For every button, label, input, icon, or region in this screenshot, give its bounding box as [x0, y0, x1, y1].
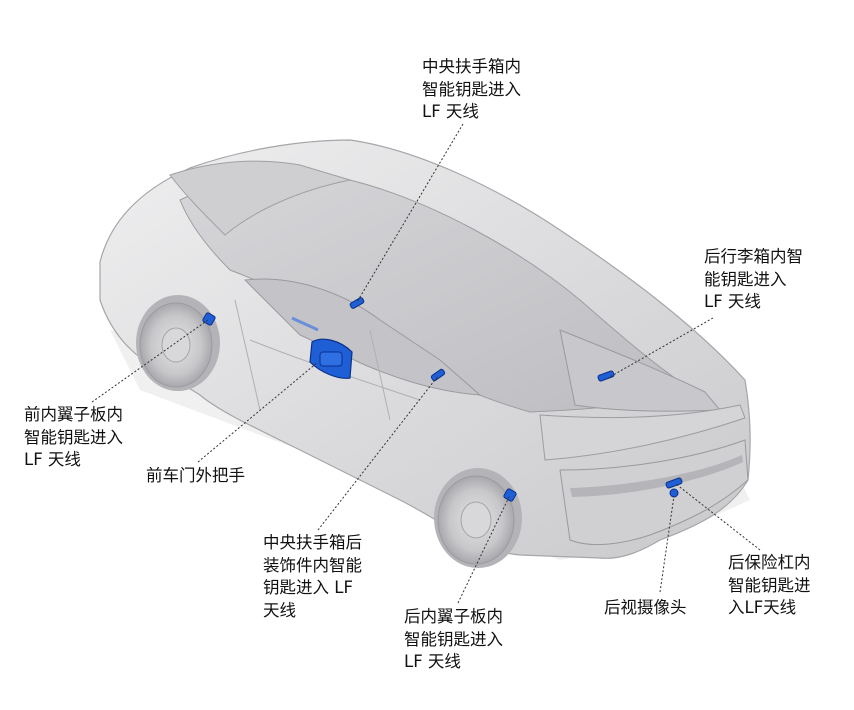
callout-line: 中央扶手箱内 — [422, 57, 521, 76]
callout-line: LF 天线 — [404, 652, 461, 671]
callout-line: 钥匙进入 LF — [263, 578, 353, 597]
leader-lines — [91, 123, 761, 604]
callout-line: LF 天线 — [704, 292, 761, 311]
callout-front-door-handle: 前车门外把手 — [146, 465, 245, 488]
leader-console-rear — [317, 375, 439, 531]
callout-line: LF 天线 — [24, 450, 81, 469]
leader-trunk — [607, 317, 714, 379]
callout-line: 前车门外把手 — [146, 466, 245, 485]
callout-rear-camera: 后视摄像头 — [604, 597, 687, 620]
callout-rear-bumper-antenna: 后保险杠内 智能钥匙进 入LF天线 — [728, 552, 811, 620]
callout-line: 后保险杠内 — [728, 553, 811, 572]
callout-line: 前内翼子板内 — [24, 405, 123, 424]
callout-line: 后视摄像头 — [604, 598, 687, 617]
callout-line: 智能钥匙进入 — [422, 79, 521, 99]
components — [202, 297, 683, 502]
callout-line: 装饰件内智能 — [263, 555, 362, 575]
callout-center-console-antenna: 中央扶手箱内 智能钥匙进入 LF 天线 — [422, 56, 521, 124]
leader-bumper — [675, 483, 761, 551]
console-rear-trim-antenna — [430, 368, 446, 382]
callout-trunk-antenna: 后行李箱内智 能钥匙进入 LF 天线 — [704, 246, 803, 314]
front-fender-antenna — [202, 312, 216, 326]
callout-front-fender-antenna: 前内翼子板内 智能钥匙进入 LF 天线 — [24, 404, 123, 472]
callout-line: 入LF天线 — [728, 598, 797, 617]
trunk-antenna — [597, 370, 615, 382]
center-console-antenna — [349, 297, 365, 309]
car-body — [99, 139, 751, 568]
rear-camera — [669, 488, 679, 498]
callout-line: 智能钥匙进入 — [24, 427, 123, 447]
callout-line: 天线 — [263, 600, 296, 620]
callout-console-rear-trim-antenna: 中央扶手箱后 装饰件内智能 钥匙进入 LF 天线 — [263, 532, 362, 622]
callout-rear-fender-antenna: 后内翼子板内 智能钥匙进入 LF 天线 — [404, 606, 503, 674]
callout-line: 能钥匙进入 — [704, 269, 787, 289]
rear-bumper-antenna — [665, 477, 683, 489]
callout-line: 智能钥匙进 — [728, 575, 811, 595]
callout-line: 后内翼子板内 — [404, 607, 503, 626]
leader-camera — [659, 495, 675, 593]
callout-line: 智能钥匙进入 — [404, 629, 503, 649]
callout-line: LF 天线 — [422, 102, 479, 121]
front-door-handle-assembly — [291, 316, 353, 379]
rear-fender-antenna — [503, 488, 517, 502]
leader-center-console — [356, 123, 464, 303]
callout-line: 后行李箱内智 — [704, 247, 803, 266]
callout-line: 中央扶手箱后 — [263, 533, 362, 552]
